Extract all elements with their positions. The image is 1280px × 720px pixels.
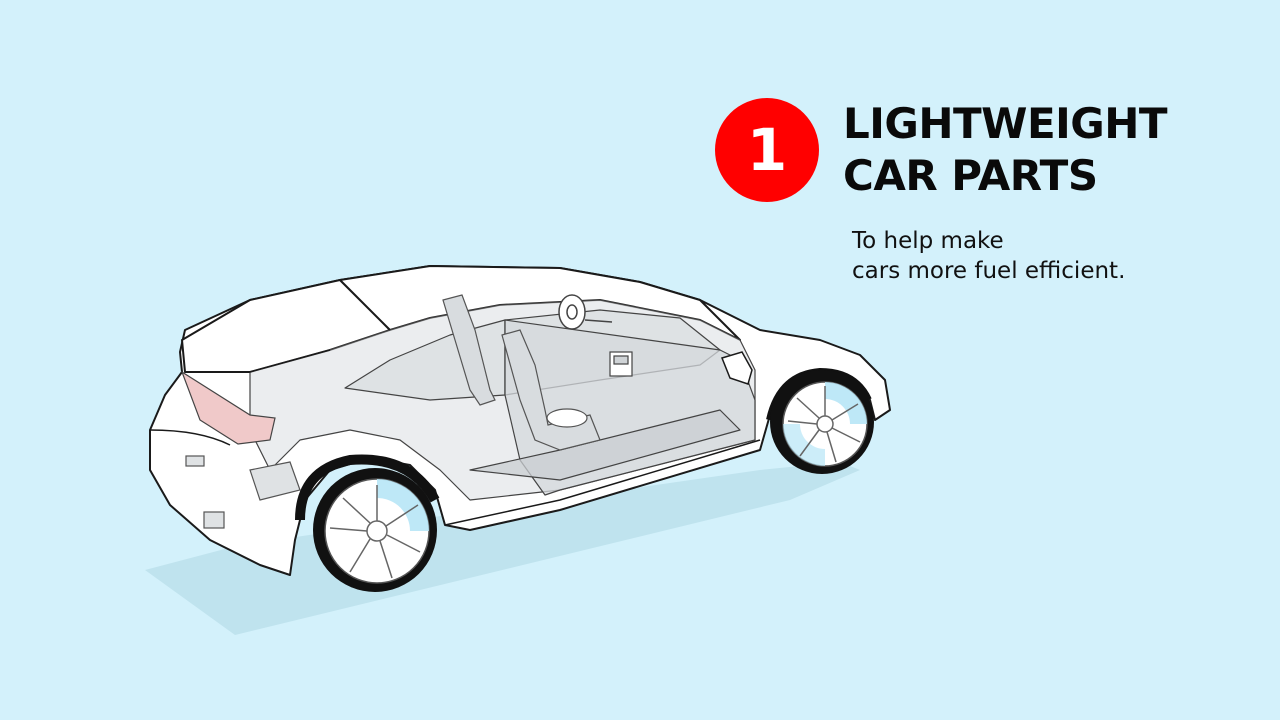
car-contour-lines: [149, 279, 761, 526]
dashboard-display: [609, 351, 633, 377]
step-number-badge: 1: [715, 98, 819, 202]
headline: LIGHTWEIGHT CAR PARTS: [843, 98, 1168, 202]
headline-line-2: CAR PARTS: [843, 151, 1098, 200]
rear-wheel-arch: [295, 454, 440, 521]
car-seats: [442, 294, 601, 451]
car-cabin-glass: [249, 299, 756, 501]
car-shadow: [145, 462, 860, 635]
description-line-1: To help make: [852, 228, 1004, 254]
wheel-icon: [313, 468, 437, 592]
wheel-icon: [770, 370, 874, 474]
rear-bumper: [185, 455, 301, 529]
headline-line-1: LIGHTWEIGHT: [843, 99, 1168, 148]
description-line-2: cars more fuel efficient.: [852, 258, 1126, 284]
side-mirror: [720, 351, 753, 385]
taillight: [180, 370, 276, 445]
steering-wheel-icon: [558, 294, 613, 330]
description: To help make cars more fuel efficient.: [852, 226, 1125, 286]
